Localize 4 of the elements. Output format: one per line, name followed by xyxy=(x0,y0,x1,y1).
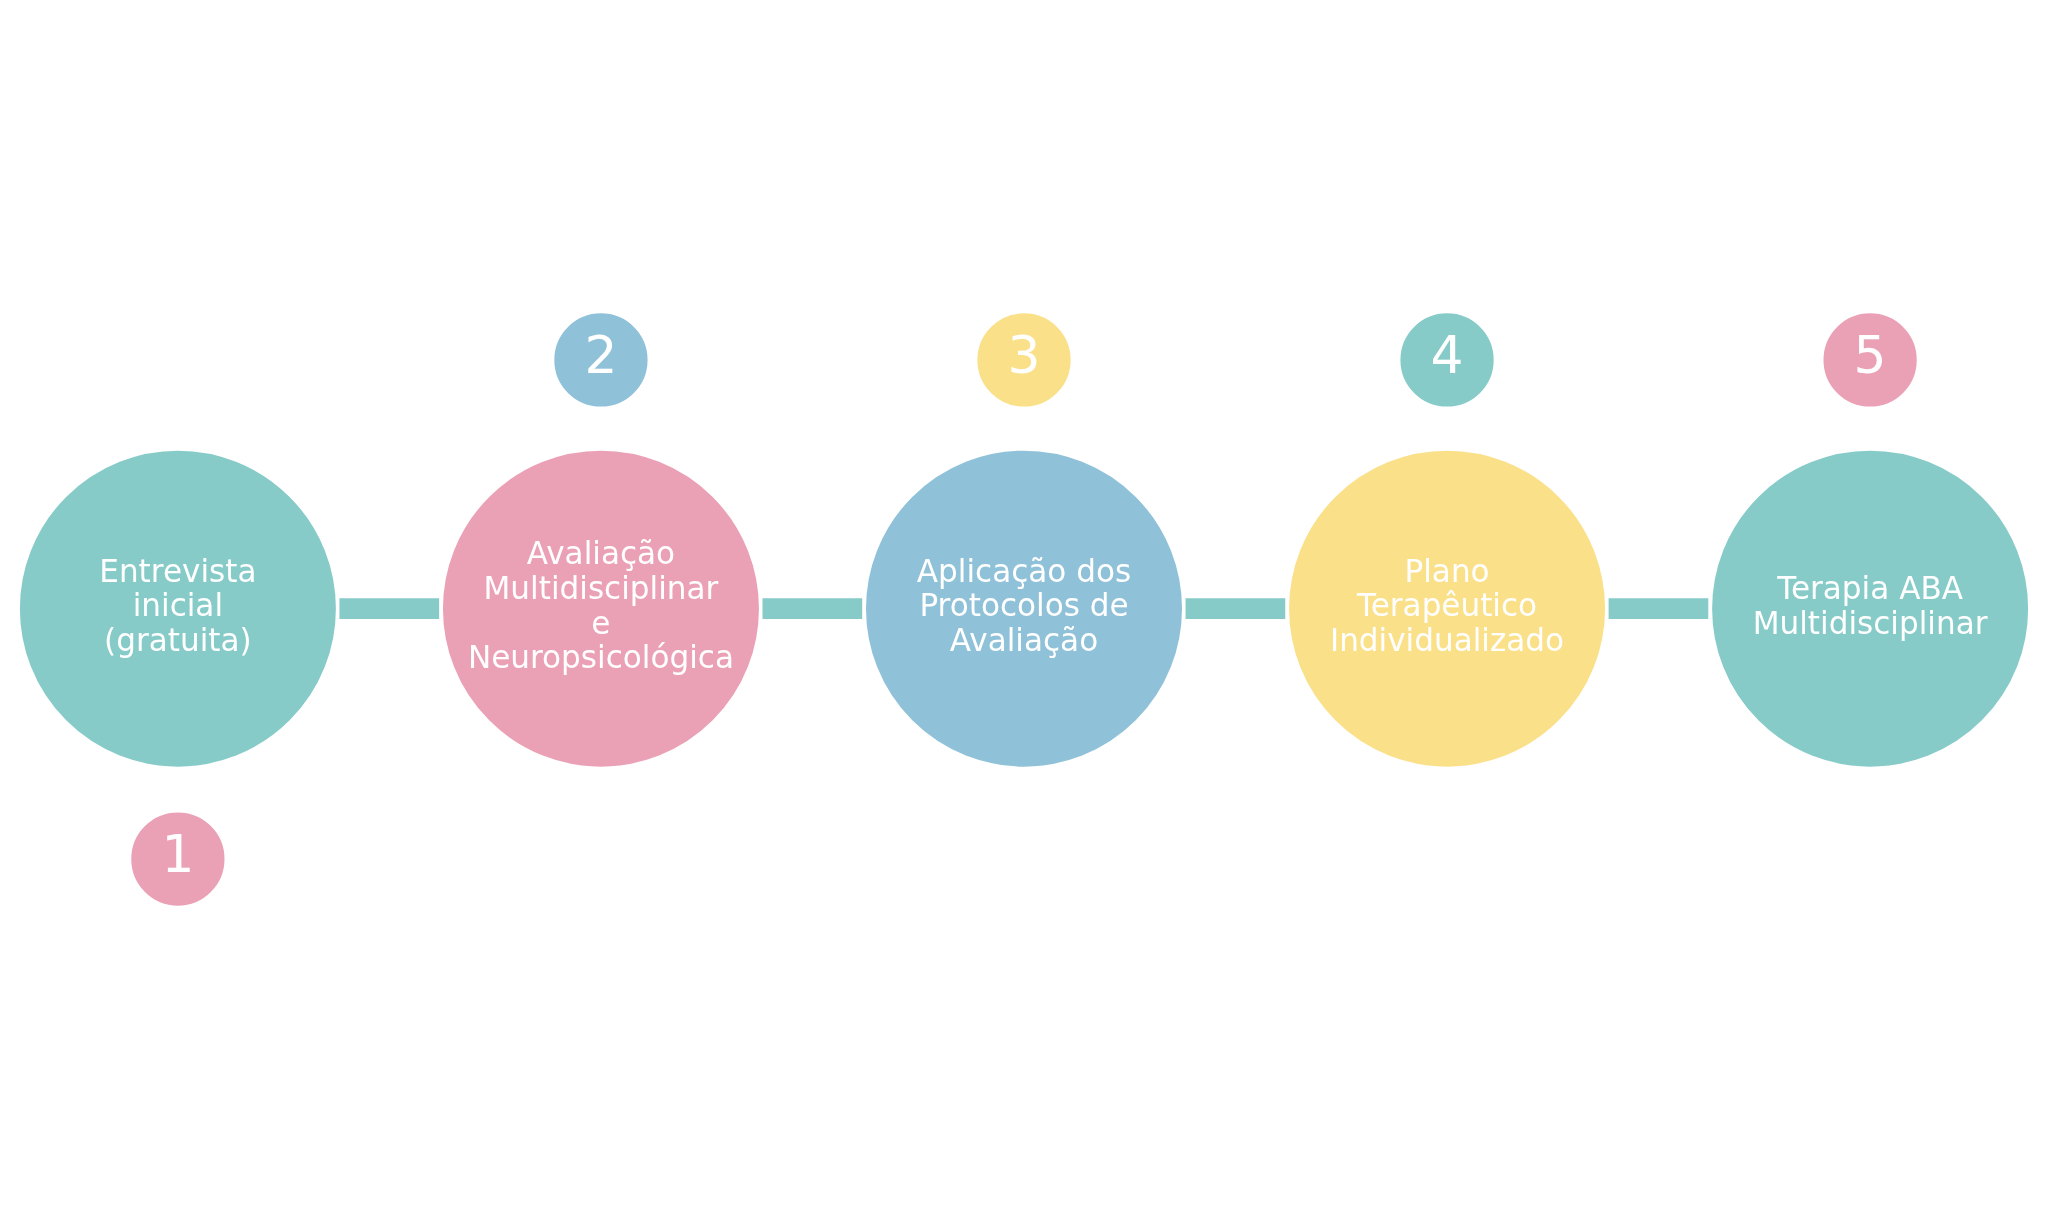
connector xyxy=(1185,597,1286,619)
connector xyxy=(762,597,863,619)
connector xyxy=(339,597,440,619)
connector xyxy=(1608,597,1709,619)
